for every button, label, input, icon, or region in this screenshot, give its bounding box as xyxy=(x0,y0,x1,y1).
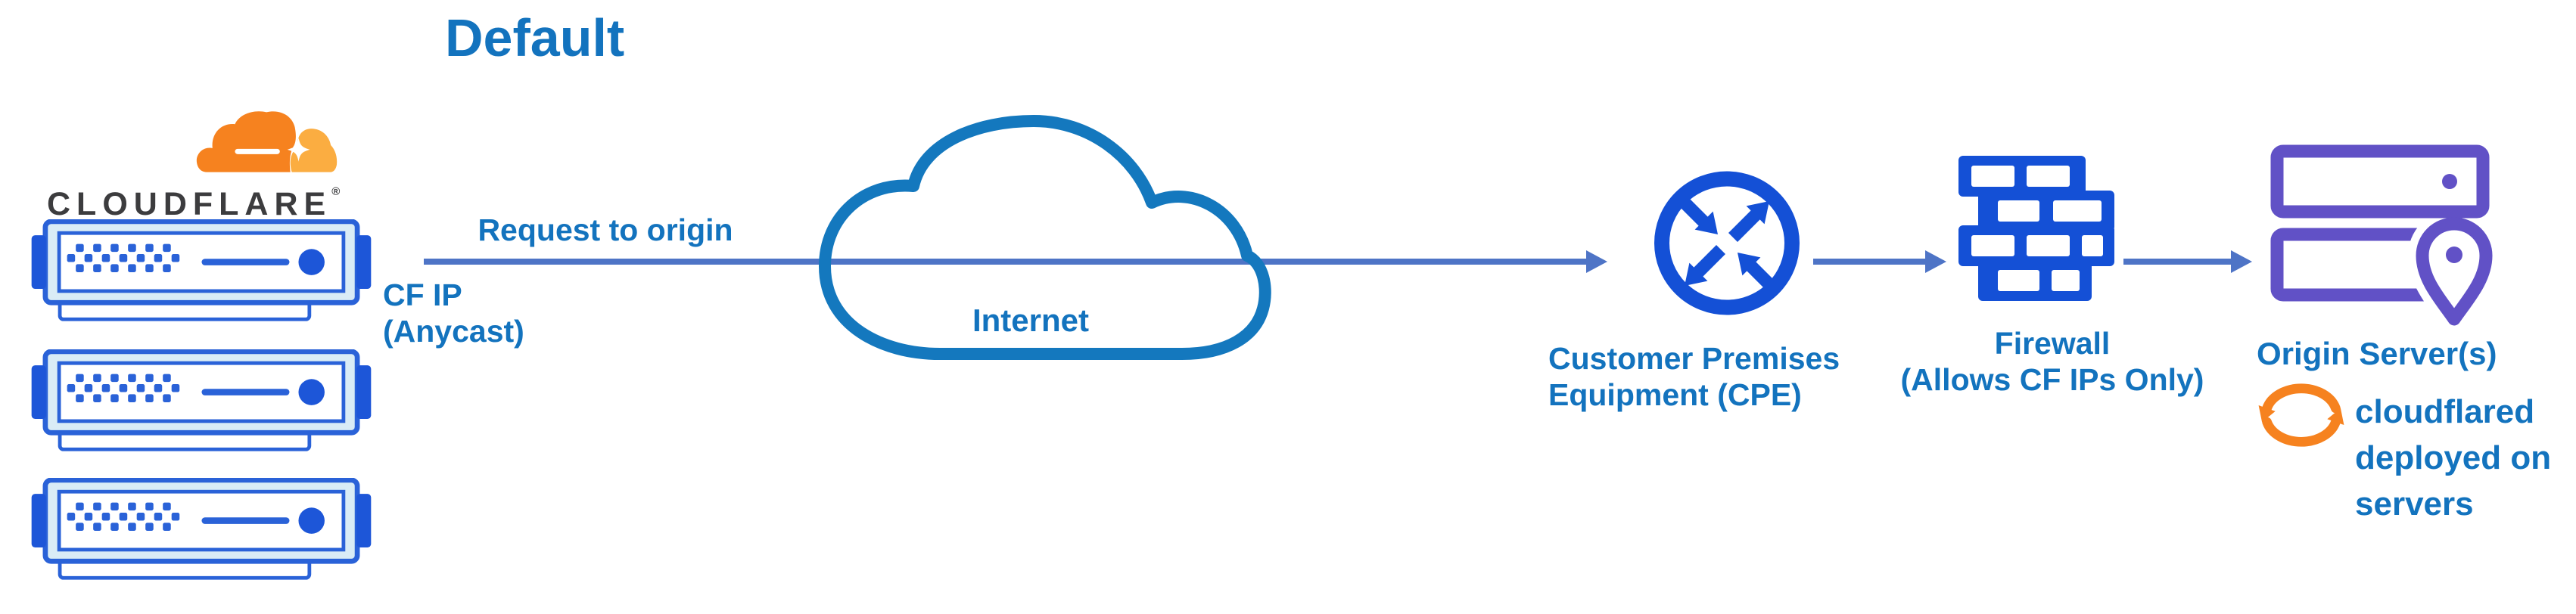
cf-ip-label-line1: CF IP xyxy=(383,278,462,312)
cloudflare-wordmark: CLOUDFLARE® xyxy=(47,186,340,221)
firewall-label-line1: Firewall xyxy=(1994,326,2111,361)
origin-server-icon xyxy=(2270,144,2500,333)
cloudflare-logo-icon xyxy=(196,111,338,172)
page-title: Default xyxy=(445,8,625,67)
internet-label: Internet xyxy=(972,302,1089,338)
request-to-origin-label: Request to origin xyxy=(478,212,733,247)
cf-edge-server-icon xyxy=(30,478,372,583)
cpe-router-icon xyxy=(1654,171,1800,315)
cf-edge-server-icon xyxy=(30,349,372,454)
cpe-label-line2: Equipment (CPE) xyxy=(1548,377,1802,412)
cloudflared-label-line1: cloudflared xyxy=(2355,393,2535,430)
cf-ip-label-line2: (Anycast) xyxy=(383,314,524,349)
internet-cloud-icon xyxy=(819,115,1271,360)
cloudflare-wordmark-text: CLOUDFLARE xyxy=(47,186,332,222)
cloudflared-label-line2: deployed on xyxy=(2355,439,2552,476)
cloudflared-label-line3: servers xyxy=(2355,485,2474,523)
registered-mark: ® xyxy=(331,185,341,198)
cpe-label-line1: Customer Premises xyxy=(1548,341,1840,376)
firewall-label-line2: (Allows CF IPs Only) xyxy=(1900,362,2204,397)
cf-edge-server-icon xyxy=(30,219,372,324)
sync-arrows-icon xyxy=(2258,383,2344,447)
firewall-icon xyxy=(1958,156,2114,301)
origin-server-label: Origin Server(s) xyxy=(2257,336,2497,371)
